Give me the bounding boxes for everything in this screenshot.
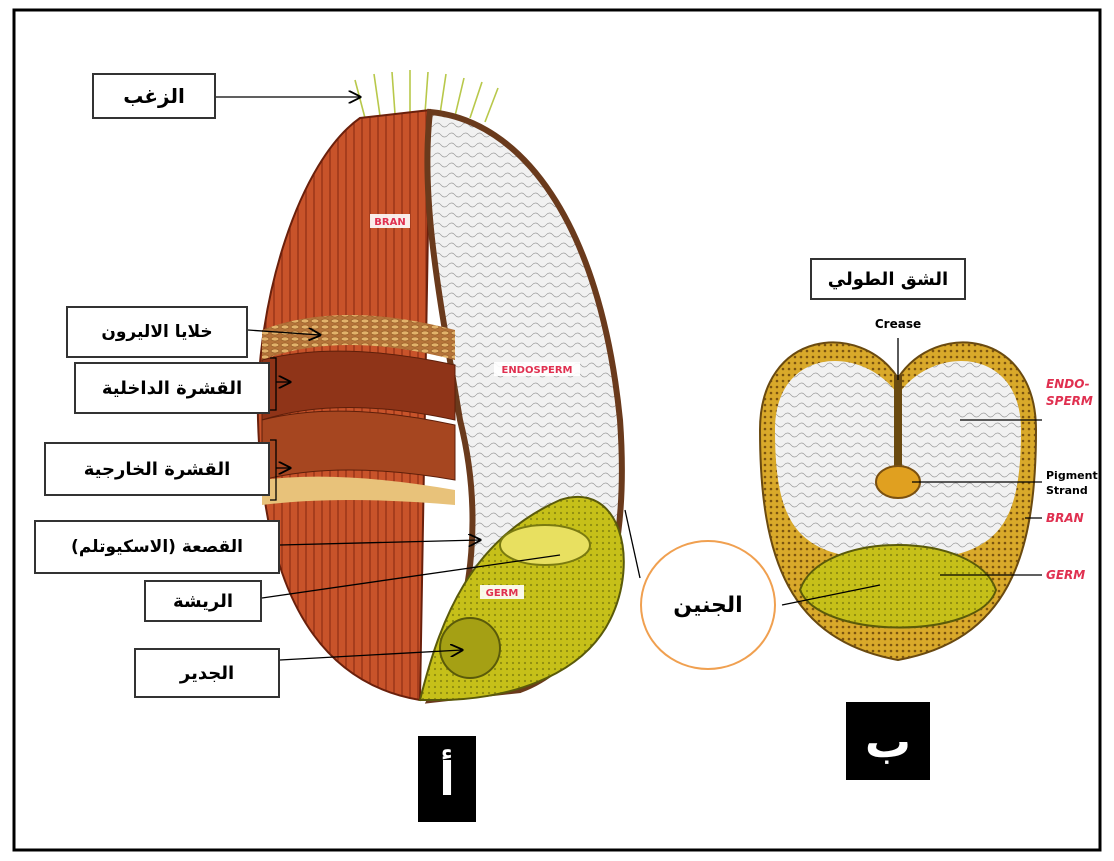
label-plumule: الريشة — [144, 580, 262, 622]
germ-text-a: GERM — [486, 588, 519, 599]
grain-b — [760, 342, 1036, 660]
label-outer-husk: القشرة الخارجية — [44, 442, 270, 496]
panel-tag-a: أ — [418, 736, 476, 822]
label-inner-husk: القشرة الداخلية — [74, 362, 270, 414]
pigment-label-1: Pigment — [1046, 469, 1098, 482]
endosperm-label-b-1: ENDO- — [1046, 377, 1090, 391]
label-section: الشق الطولي — [810, 258, 966, 300]
label-scutellum: القصعة (الاسكيوتلم) — [34, 520, 280, 574]
outer-husk-band — [262, 411, 455, 480]
label-awn: الزغب — [92, 73, 216, 119]
crease-label: Crease — [875, 317, 921, 331]
grain-a: BRAN ENDOSPERM GERM — [258, 70, 624, 700]
bran-text-a: BRAN — [374, 217, 405, 228]
pigment-label-2: Strand — [1046, 484, 1088, 497]
germ-label-b: GERM — [1046, 568, 1085, 582]
radicle-shape — [440, 618, 500, 678]
endosperm-label-b-2: SPERM — [1046, 394, 1093, 408]
label-radicle: الجدير — [134, 648, 280, 698]
label-aleurone: خلايا الاليرون — [66, 306, 248, 358]
endosperm-text-a: ENDOSPERM — [501, 365, 572, 376]
scutellum-shape — [500, 525, 590, 565]
label-embryo: الجنين — [640, 540, 776, 670]
panel-tag-b: ب — [846, 702, 930, 780]
bran-label-b: BRAN — [1046, 511, 1084, 525]
